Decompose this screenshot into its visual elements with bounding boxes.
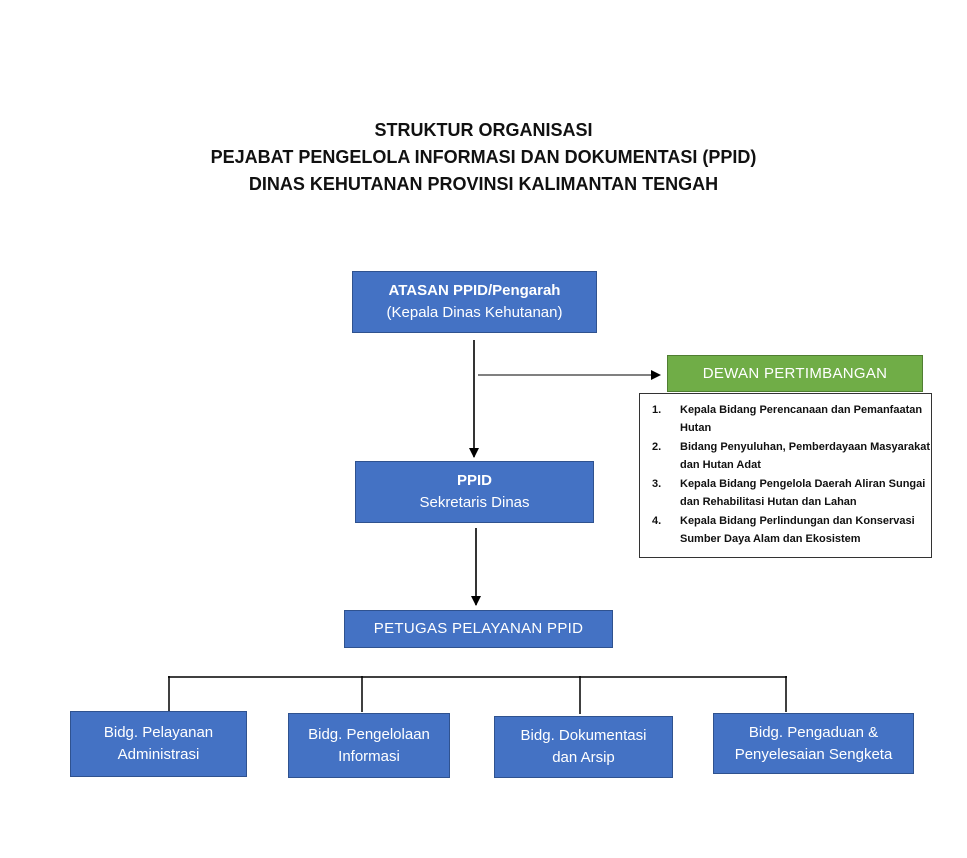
member-text: Kepala Bidang Perencanaan dan Pemanfaata… <box>680 404 923 434</box>
ppid-title: PPID <box>456 472 492 489</box>
member-number: 2. <box>652 441 662 453</box>
petugas-pelayanan-box: PETUGAS PELAYANAN PPID <box>344 610 613 648</box>
title-line-3: DINAS KEHUTANAN PROVINSI KALIMANTAN TENG… <box>248 174 719 194</box>
dewan-member: 4. Kepala Bidang Perlindungan dan Konser… <box>640 512 931 548</box>
bidang-line-1: Bidg. Dokumentasi <box>520 727 647 744</box>
bidang-line-2: Administrasi <box>117 746 200 763</box>
member-text: Kepala Bidang Pengelola Daerah Aliran Su… <box>680 478 926 508</box>
atasan-title: ATASAN PPID/Pengarah <box>388 282 561 299</box>
ppid-subtitle: Sekretaris Dinas <box>419 494 530 511</box>
member-text: Kepala Bidang Perlindungan dan Konservas… <box>680 515 915 545</box>
page-title: STRUKTUR ORGANISASI PEJABAT PENGELOLA IN… <box>0 117 967 198</box>
member-text: Bidang Penyuluhan, Pemberdayaan Masyarak… <box>680 441 931 471</box>
ppid-box: PPID Sekretaris Dinas <box>355 461 594 523</box>
dewan-member: 1. Kepala Bidang Perencanaan dan Pemanfa… <box>640 401 931 437</box>
dewan-members-panel: 1. Kepala Bidang Perencanaan dan Pemanfa… <box>639 393 932 558</box>
bidang-line-2: Informasi <box>338 747 400 765</box>
atasan-subtitle: (Kepala Dinas Kehutanan) <box>386 304 563 321</box>
atasan-ppid-box: ATASAN PPID/Pengarah (Kepala Dinas Kehut… <box>352 271 597 333</box>
bidang-line-1: Bidg. Pengelolaan <box>308 725 430 743</box>
dewan-title: DEWAN PERTIMBANGAN <box>702 365 888 382</box>
member-number: 4. <box>652 515 662 527</box>
dewan-pertimbangan-box: DEWAN PERTIMBANGAN <box>667 355 923 392</box>
bidang-line-2: dan Arsip <box>552 749 615 766</box>
title-line-2: PEJABAT PENGELOLA INFORMASI DAN DOKUMENT… <box>210 147 757 167</box>
dewan-member: 3. Kepala Bidang Pengelola Daerah Aliran… <box>640 475 931 511</box>
member-number: 3. <box>652 478 662 490</box>
member-number: 1. <box>652 404 662 416</box>
bidang-box-dokumentasi: Bidg. Dokumentasi dan Arsip <box>494 716 673 778</box>
bidang-line-1: Bidg. Pelayanan <box>103 724 214 741</box>
bidang-box-pengelolaan: Bidg. Pengelolaan Informasi <box>288 713 450 778</box>
petugas-title: PETUGAS PELAYANAN PPID <box>373 620 584 637</box>
bidang-box-pengaduan: Bidg. Pengaduan & Penyelesaian Sengketa <box>713 713 914 774</box>
bidang-line-2: Penyelesaian Sengketa <box>734 745 893 763</box>
title-line-1: STRUKTUR ORGANISASI <box>374 120 593 140</box>
bidang-line-1: Bidg. Pengaduan & <box>748 723 879 741</box>
dewan-member: 2. Bidang Penyuluhan, Pemberdayaan Masya… <box>640 438 931 474</box>
bidang-box-pelayanan: Bidg. Pelayanan Administrasi <box>70 711 247 777</box>
